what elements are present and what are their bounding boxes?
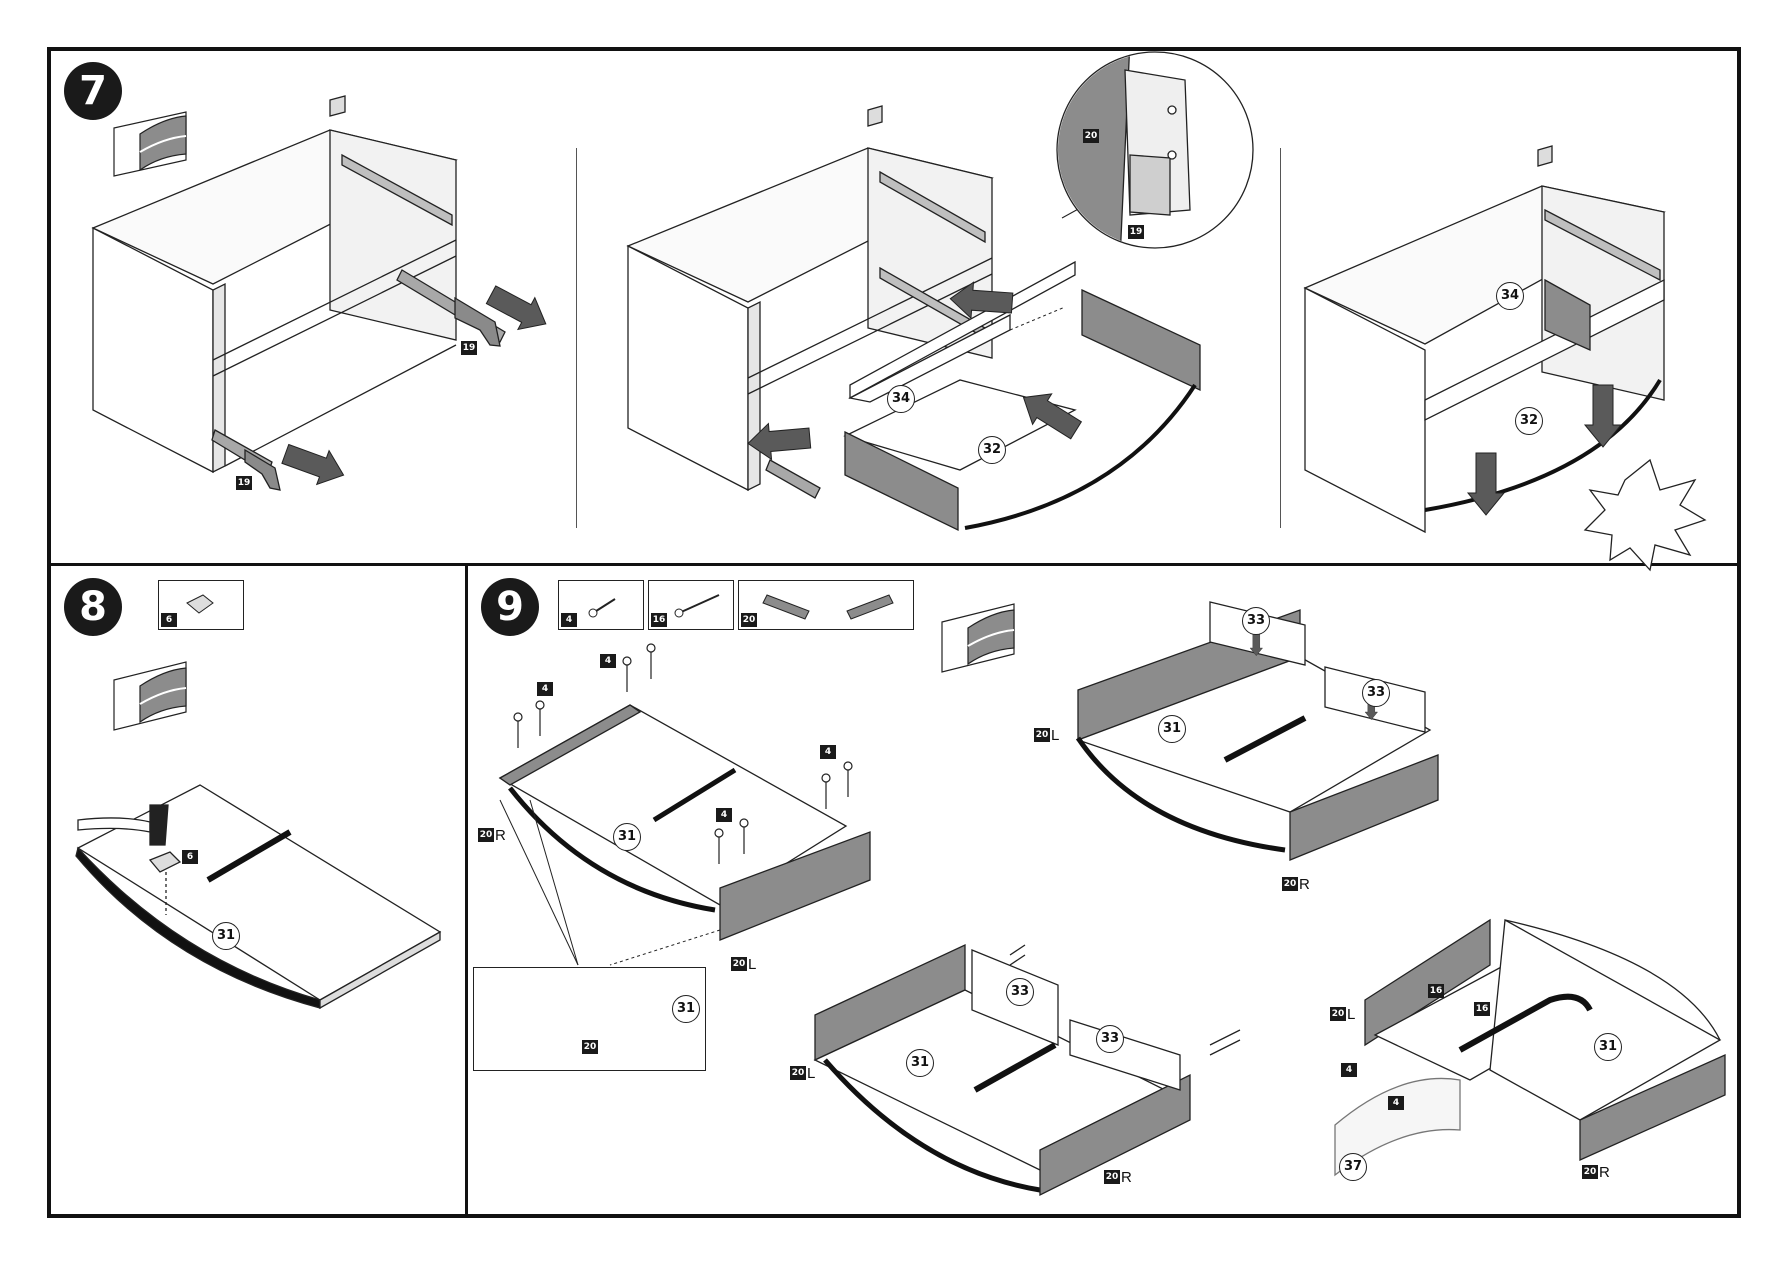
part-tag: 4 (561, 613, 577, 627)
step8-hardware-box: 6 (158, 580, 244, 630)
step-9-badge: 9 (481, 578, 539, 636)
step9-hardware-bracket: 20 (738, 580, 914, 630)
label-bottom-31: 31 (212, 922, 240, 950)
label-side-r-br: R (1599, 1164, 1610, 1181)
bracket-icon (762, 594, 894, 620)
column-divider (465, 563, 468, 1218)
label-side-33-bm-b: 33 (1096, 1025, 1124, 1053)
label-bottom-31-bm: 31 (906, 1049, 934, 1077)
label-stopper-6: 6 (182, 850, 198, 864)
label-screw-4-a: 4 (537, 682, 553, 696)
label-bracket-20-l-br: 20 (1330, 1007, 1346, 1021)
label-bracket-20-l-bm: 20 (790, 1066, 806, 1080)
screw-long-icon (674, 594, 720, 618)
label-bracket-20-r: 20 (478, 828, 494, 842)
label-screw-16-b: 16 (1474, 1002, 1490, 1016)
arrow-press-right (1584, 384, 1622, 448)
row-divider (47, 563, 1741, 566)
label-detail-20: 20 (1083, 129, 1099, 143)
arrow-pull-runner-lower (278, 436, 351, 493)
label-side-l-br: L (1347, 1006, 1356, 1023)
step7-drawer-assembly (843, 260, 1201, 532)
step8-bottom-panel (75, 784, 442, 1010)
label-runner-19-upper: 19 (461, 341, 477, 355)
label-runner-19-lower: 19 (236, 476, 252, 490)
instruction-frame (47, 47, 1741, 1218)
label-side-l-bm: L (807, 1065, 816, 1082)
step8-drawer-icon (113, 661, 187, 731)
part-tag: 20 (741, 613, 757, 627)
step7-separator-1 (576, 148, 577, 528)
label-side-r-tr: R (1299, 876, 1310, 893)
label-bracket-20-r-br: 20 (1582, 1165, 1598, 1179)
label-side-33-bm-a: 33 (1006, 978, 1034, 1006)
label-bottom-32-p3: 32 (1515, 407, 1543, 435)
step-7-badge: 7 (64, 62, 122, 120)
step7-separator-2 (1280, 148, 1281, 528)
label-side-r-bm: R (1121, 1169, 1132, 1186)
part-tag: 6 (161, 613, 177, 627)
label-screw-4-c: 4 (820, 745, 836, 759)
step-8-badge: 8 (64, 578, 122, 636)
label-screw-4-d: 4 (716, 808, 732, 822)
step7-cabinet-3 (1303, 145, 1707, 572)
label-bottom-31-left: 31 (613, 823, 641, 851)
arrow-press-left (1467, 452, 1505, 516)
step9-hardware-screw-small: 4 (558, 580, 644, 630)
label-side-l: L (748, 956, 757, 973)
step9-drawer-bottomright (1334, 918, 1726, 1177)
label-screw-4-br-b: 4 (1388, 1096, 1404, 1110)
label-screw-4-b: 4 (600, 654, 616, 668)
label-detail-20: 20 (582, 1040, 598, 1054)
screw-small-icon (588, 598, 616, 618)
step9-drawer-left (498, 704, 871, 966)
label-bottom-31-br: 31 (1594, 1033, 1622, 1061)
label-back-34-p3: 34 (1496, 282, 1524, 310)
label-bracket-20-r-bm: 20 (1104, 1170, 1120, 1184)
label-bottom-31-tr: 31 (1158, 715, 1186, 743)
label-side-33-upper: 33 (1242, 607, 1270, 635)
label-bracket-20-l-tr: 20 (1034, 728, 1050, 742)
step9-hardware-screw-long: 16 (648, 580, 734, 630)
step9-drawer-icon (941, 603, 1015, 673)
step9-detail-box: 31 20 (473, 967, 706, 1071)
label-bracket-20-l: 20 (731, 957, 747, 971)
label-detail-31: 31 (672, 995, 700, 1023)
label-side-r: R (495, 827, 506, 844)
label-side-33-lower: 33 (1362, 679, 1390, 707)
step7-cabinet-1 (91, 95, 506, 491)
label-side-l-tr: L (1051, 727, 1060, 744)
label-bracket-20-r-tr: 20 (1282, 877, 1298, 891)
stopper-icon (186, 594, 214, 614)
label-front-37: 37 (1339, 1153, 1367, 1181)
label-screw-4-br-a: 4 (1341, 1063, 1357, 1077)
label-screw-16-a: 16 (1428, 984, 1444, 998)
label-bottom-32: 32 (978, 436, 1006, 464)
step7-drawer-icon (113, 111, 187, 177)
step9-drawer-topright (1075, 601, 1439, 861)
part-tag: 16 (651, 613, 667, 627)
label-back-34: 34 (887, 385, 915, 413)
step9-screws-left (513, 643, 853, 864)
step7-detail-circle (1056, 51, 1254, 249)
label-detail-19: 19 (1128, 225, 1144, 239)
